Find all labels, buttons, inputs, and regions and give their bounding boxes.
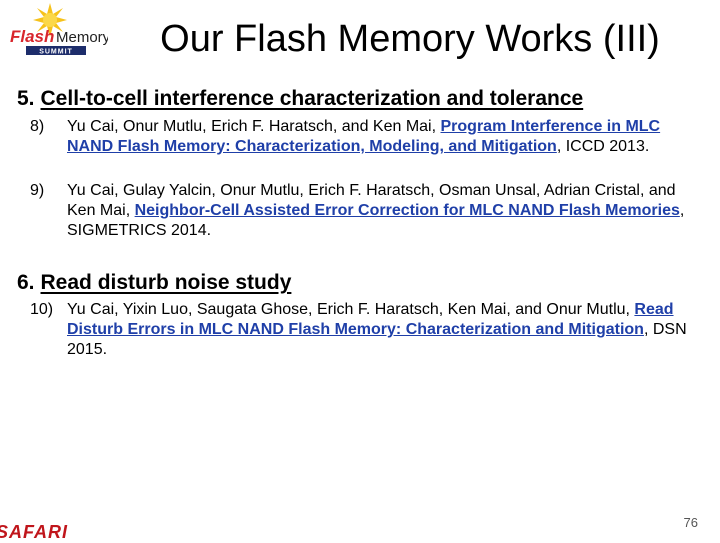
section-heading-5: 5.Cell-to-cell interference characteriza… — [17, 87, 583, 111]
reference-item: 10) Yu Cai, Yixin Luo, Saugata Ghose, Er… — [30, 300, 700, 360]
section-number: 6. — [17, 271, 35, 294]
reference-link[interactable]: Read Disturb Errors in MLC NAND Flash Me… — [67, 301, 674, 338]
reference-text: Yu Cai, Yixin Luo, Saugata Ghose, Erich … — [67, 300, 700, 360]
reference-number: 10) — [30, 301, 54, 318]
reference-authors: Yu Cai, Onur Mutlu, Erich F. Haratsch, a… — [67, 118, 441, 135]
section-title: Cell-to-cell interference characterizati… — [40, 87, 584, 110]
flash-memory-summit-logo: Flash Memory SUMMIT — [8, 2, 111, 60]
reference-venue: , DSN 2015. — [67, 321, 687, 358]
reference-text: Yu Cai, Gulay Yalcin, Onur Mutlu, Erich … — [67, 181, 700, 241]
reference-venue: , SIGMETRICS 2014. — [67, 202, 685, 239]
logo-word-memory: Memory — [56, 29, 108, 46]
reference-venue: , ICCD 2013. — [556, 138, 650, 155]
section-number: 5. — [17, 87, 35, 110]
reference-authors: Yu Cai, Gulay Yalcin, Onur Mutlu, Erich … — [67, 182, 676, 219]
reference-item: 9) Yu Cai, Gulay Yalcin, Onur Mutlu, Eri… — [30, 181, 700, 241]
logo-word-summit: SUMMIT — [39, 49, 73, 56]
slide-title: Our Flash Memory Works (III) — [160, 18, 660, 60]
reference-link[interactable]: Neighbor-Cell Assisted Error Correction … — [134, 202, 680, 219]
reference-number: 8) — [30, 118, 45, 135]
logo-graphic: Flash Memory SUMMIT — [10, 3, 111, 56]
page-number: 76 — [683, 515, 698, 530]
safari-footer-logo: SAFARI — [0, 522, 69, 542]
section-title: Read disturb noise study — [40, 271, 292, 294]
reference-number: 9) — [30, 182, 45, 199]
logo-word-flash: Flash — [10, 27, 54, 46]
reference-text: Yu Cai, Onur Mutlu, Erich F. Haratsch, a… — [67, 117, 700, 157]
reference-authors: Yu Cai, Yixin Luo, Saugata Ghose, Erich … — [67, 301, 635, 318]
reference-link[interactable]: Program Interference in MLC NAND Flash M… — [67, 118, 661, 155]
reference-item: 8) Yu Cai, Onur Mutlu, Erich F. Haratsch… — [30, 117, 700, 157]
section-heading-6: 6.Read disturb noise study — [17, 271, 291, 295]
